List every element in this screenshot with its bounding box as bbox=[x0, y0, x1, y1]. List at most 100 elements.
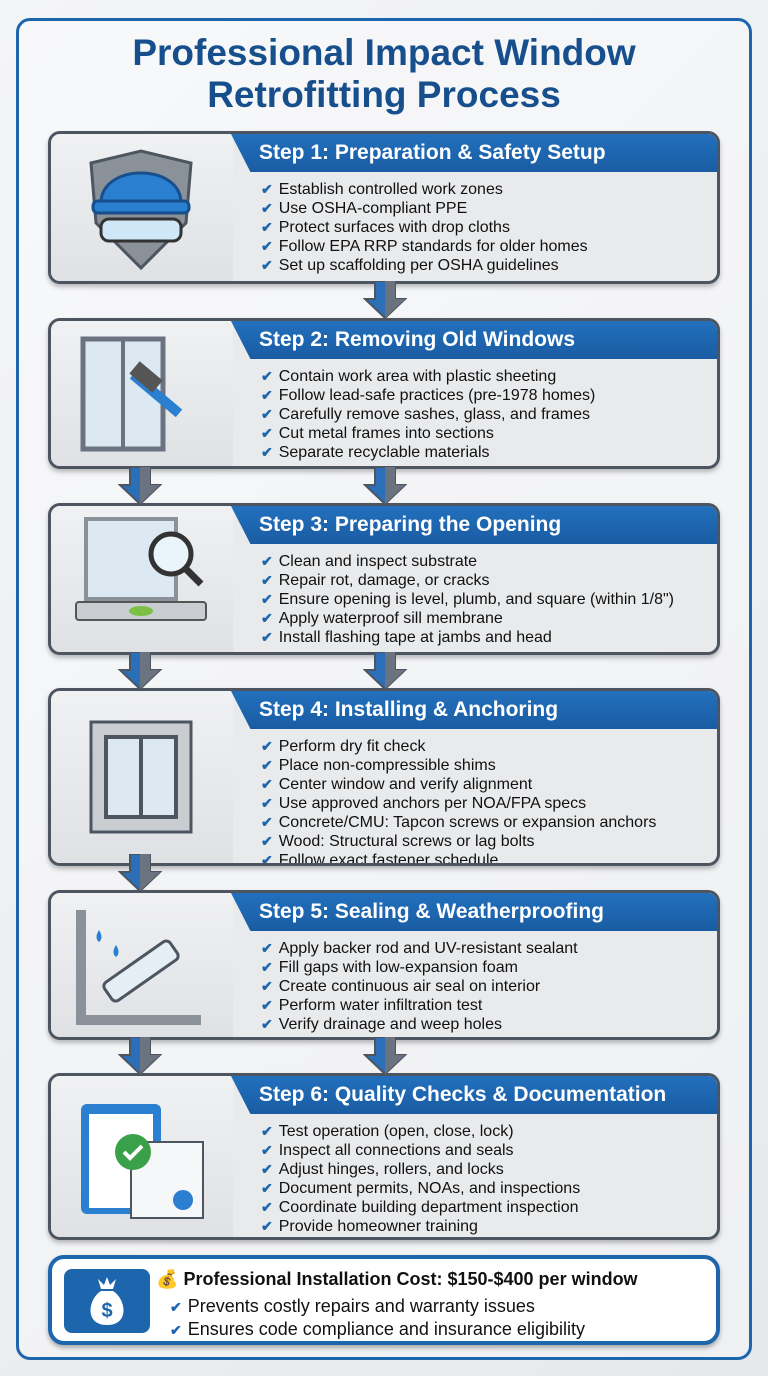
check-icon: ✔ bbox=[261, 387, 273, 403]
arrow-down-icon bbox=[362, 1036, 408, 1076]
check-icon: ✔ bbox=[261, 795, 273, 811]
item-text: Provide homeowner training bbox=[278, 1218, 478, 1235]
step-title: Step 5: Sealing & Weatherproofing bbox=[231, 893, 717, 931]
step-card-6: Step 6: Quality Checks & Documentation✔T… bbox=[48, 1073, 720, 1240]
step-checklist: ✔ Perform dry fit check ✔ Place non-compres… bbox=[261, 737, 657, 866]
item-text: Ensures code compliance and insurance el… bbox=[187, 1319, 585, 1339]
check-icon: ✔ bbox=[170, 1299, 182, 1315]
money-bag-emoji-icon: 💰 bbox=[156, 1269, 179, 1289]
list-item: ✔ Use OSHA-compliant PPE bbox=[261, 199, 588, 218]
arrow-down-icon bbox=[117, 466, 163, 506]
list-item: ✔Fill gaps with low-expansion foam bbox=[261, 958, 578, 977]
list-item: ✔Follow lead-safe practices (pre-1978 ho… bbox=[261, 386, 595, 405]
caulk-gun-icon bbox=[51, 893, 233, 1037]
item-text: Use approved anchors per NOA/FPA specs bbox=[278, 795, 587, 812]
list-item: ✔ Prevents costly repairs and warranty is… bbox=[170, 1295, 585, 1318]
list-item: ✔ Apply backer rod and UV-resistant seala… bbox=[261, 939, 578, 958]
arrow-down-icon bbox=[117, 1036, 163, 1076]
step-title: Step 4: Installing & Anchoring bbox=[231, 691, 717, 729]
check-icon: ✔ bbox=[261, 757, 273, 773]
check-icon: ✔ bbox=[261, 629, 273, 645]
item-text: Center window and verify alignment bbox=[278, 776, 533, 793]
list-item: ✔Apply waterproof sill membrane bbox=[261, 609, 674, 628]
item-text: Establish controlled work zones bbox=[278, 181, 503, 198]
check-icon: ✔ bbox=[261, 406, 273, 422]
item-text: Coordinate building department inspectio… bbox=[278, 1199, 579, 1216]
check-icon: ✔ bbox=[261, 219, 273, 235]
check-icon: ✔ bbox=[261, 1016, 273, 1032]
list-item: ✔ Perform dry fit check bbox=[261, 737, 656, 756]
arrow-down-icon bbox=[117, 651, 163, 691]
check-icon: ✔ bbox=[261, 814, 273, 830]
check-icon: ✔ bbox=[261, 200, 273, 216]
list-item: ✔Set up scaffolding per OSHA guidelines bbox=[261, 256, 588, 275]
item-text: Use OSHA-compliant PPE bbox=[278, 200, 468, 217]
window-anchors-icon bbox=[51, 691, 233, 863]
money-bag-icon: $ bbox=[62, 1267, 152, 1335]
list-item: ✔ Adjust hinges, rollers, and locks bbox=[261, 1160, 580, 1179]
step-checklist: ✔Contain work area with plastic sheeting… bbox=[261, 367, 595, 462]
item-text: Document permits, NOAs, and inspections bbox=[278, 1180, 581, 1197]
step-title: Step 3: Preparing the Opening bbox=[231, 506, 717, 544]
svg-text:$: $ bbox=[101, 1300, 112, 1322]
check-icon: ✔ bbox=[261, 978, 273, 994]
list-item: ✔ Coordinate building department inspecti… bbox=[261, 1198, 580, 1217]
item-text: Place non-compressible shims bbox=[278, 757, 496, 774]
check-icon: ✔ bbox=[261, 444, 273, 460]
list-item: ✔ Carefully remove sashes, glass, and fra… bbox=[261, 405, 595, 424]
list-item: ✔Separate recyclable materials bbox=[261, 443, 595, 462]
item-text: Protect surfaces with drop cloths bbox=[278, 219, 510, 236]
list-item: ✔ Provide homeowner training bbox=[261, 1217, 580, 1236]
item-text: Inspect all connections and seals bbox=[278, 1142, 514, 1159]
step-title: Step 2: Removing Old Windows bbox=[231, 321, 717, 359]
check-icon: ✔ bbox=[261, 738, 273, 754]
list-item: ✔ Create continuous air seal on interior bbox=[261, 977, 578, 996]
item-text: Concrete/CMU: Tapcon screws or expansion… bbox=[278, 814, 657, 831]
list-item: ✔Follow exact fastener schedule bbox=[261, 851, 656, 866]
step-checklist: ✔ Establish controlled work zones ✔ Use OSH… bbox=[261, 180, 588, 275]
item-text: Follow exact fastener schedule bbox=[278, 852, 499, 866]
list-item: ✔ Use approved anchors per NOA/FPA specs bbox=[261, 794, 656, 813]
check-icon: ✔ bbox=[261, 1218, 273, 1234]
arrow-down-icon bbox=[117, 853, 163, 893]
window-hammer-icon bbox=[51, 321, 233, 466]
check-icon: ✔ bbox=[261, 959, 273, 975]
check-icon: ✔ bbox=[261, 1142, 273, 1158]
item-text: Prevents costly repairs and warranty iss… bbox=[187, 1296, 535, 1316]
step-card-2: Step 2: Removing Old Windows ✔Contain wor… bbox=[48, 318, 720, 469]
check-icon: ✔ bbox=[261, 1161, 273, 1177]
list-item: ✔ Inspect all connections and seals bbox=[261, 1141, 580, 1160]
list-item: ✔Cut metal frames into sections bbox=[261, 424, 595, 443]
step-checklist: ✔Test operation (open, close, lock)✔Insp… bbox=[261, 1122, 580, 1236]
check-icon: ✔ bbox=[261, 1199, 273, 1215]
item-text: Adjust hinges, rollers, and locks bbox=[278, 1161, 504, 1178]
item-text: Ensure opening is level, plumb, and squa… bbox=[278, 591, 674, 608]
list-item: ✔Contain work area with plastic sheeting bbox=[261, 367, 595, 386]
check-icon: ✔ bbox=[261, 610, 273, 626]
step-card-1: Step 1: Preparation & Safety Setup✔Estab… bbox=[48, 131, 720, 284]
cost-benefits: ✔ Prevents costly repairs and warranty is… bbox=[170, 1295, 585, 1341]
clipboard-certificate-icon bbox=[51, 1076, 233, 1237]
hard-hat-goggles-shield-icon bbox=[51, 134, 233, 281]
arrow-down-icon bbox=[362, 280, 408, 320]
item-text: Perform water infiltration test bbox=[278, 997, 483, 1014]
step-checklist: ✔ Apply backer rod and UV-resistant seala… bbox=[261, 939, 578, 1034]
list-item: ✔ Establish controlled work zones bbox=[261, 180, 588, 199]
item-text: Cut metal frames into sections bbox=[278, 425, 494, 442]
level-magnifier-icon bbox=[51, 506, 233, 652]
check-icon: ✔ bbox=[261, 591, 273, 607]
item-text: Create continuous air seal on interior bbox=[278, 978, 541, 995]
item-text: Apply backer rod and UV-resistant sealan… bbox=[278, 940, 578, 957]
list-item: ✔Ensures code compliance and insurance e… bbox=[170, 1318, 585, 1341]
item-text: Follow EPA RRP standards for older homes bbox=[278, 238, 588, 255]
item-text: Perform dry fit check bbox=[278, 738, 426, 755]
check-icon: ✔ bbox=[261, 181, 273, 197]
list-item: ✔Test operation (open, close, lock) bbox=[261, 1122, 580, 1141]
item-text: Set up scaffolding per OSHA guidelines bbox=[278, 257, 559, 274]
check-icon: ✔ bbox=[261, 1180, 273, 1196]
item-text: Carefully remove sashes, glass, and fram… bbox=[278, 406, 590, 423]
check-icon: ✔ bbox=[261, 940, 273, 956]
arrow-down-icon bbox=[362, 651, 408, 691]
check-icon: ✔ bbox=[261, 553, 273, 569]
step-card-3: Step 3: Preparing the Opening✔Clean and … bbox=[48, 503, 720, 655]
